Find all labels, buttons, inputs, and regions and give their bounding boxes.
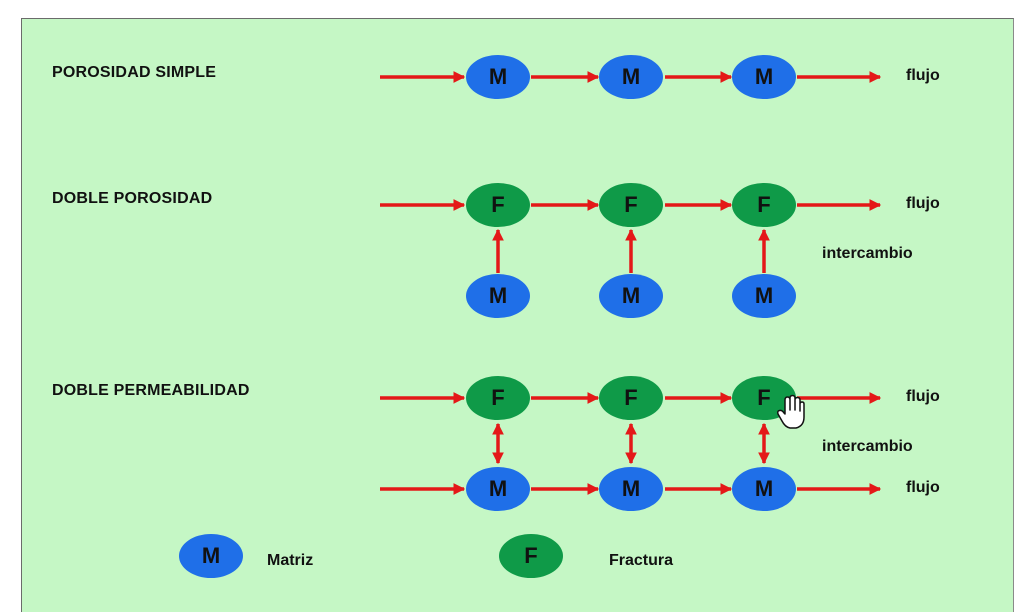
matrix-node: M (466, 274, 530, 318)
row-label-porosidad-simple: POROSIDAD SIMPLE (52, 64, 217, 81)
flow-label: flujo (906, 67, 940, 84)
matrix-node: M (599, 55, 663, 99)
fracture-node: F (732, 183, 796, 227)
exchange-label: intercambio (822, 245, 913, 262)
matrix-node: M (599, 274, 663, 318)
matrix-node: M (732, 274, 796, 318)
flow-label: flujo (906, 388, 940, 405)
row-label-doble-porosidad: DOBLE POROSIDAD (52, 190, 213, 207)
flow-label: flujo (906, 195, 940, 212)
legend-fracture-swatch: F (499, 534, 563, 578)
legend-matrix-swatch: M (179, 534, 243, 578)
fracture-node: F (466, 183, 530, 227)
matrix-node: M (466, 467, 530, 511)
matrix-node: M (599, 467, 663, 511)
matrix-node: M (732, 55, 796, 99)
legend-fracture-label: Fractura (609, 552, 674, 569)
hand-pointer-icon (776, 394, 805, 429)
row-label-doble-permeabilidad: DOBLE PERMEABILIDAD (52, 382, 250, 399)
matrix-node: M (466, 55, 530, 99)
matrix-node: M (732, 467, 796, 511)
legend-matrix-label: Matriz (267, 552, 314, 569)
exchange-label: intercambio (822, 438, 913, 455)
fracture-node: F (466, 376, 530, 420)
diagram-panel (21, 18, 1014, 612)
fracture-node: F (599, 376, 663, 420)
fracture-node: F (599, 183, 663, 227)
flow-label: flujo (906, 479, 940, 496)
